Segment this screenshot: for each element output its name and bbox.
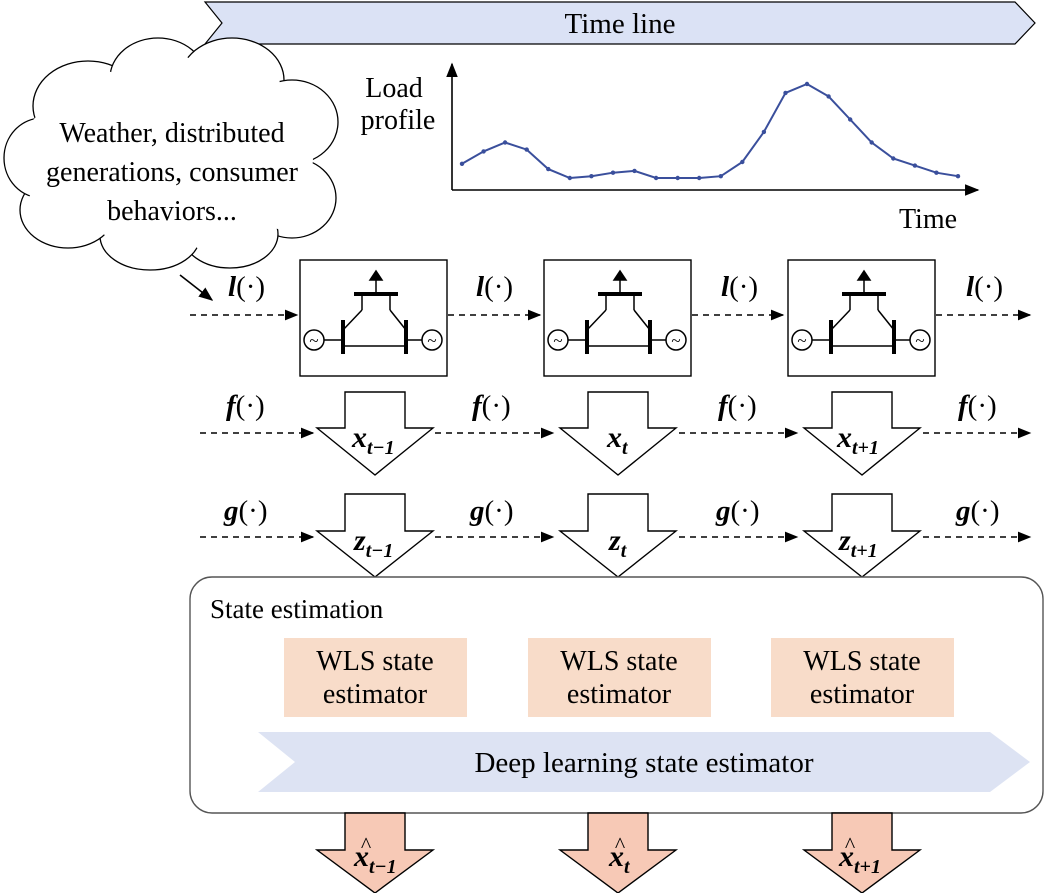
g-label-1: g(·) [223,495,267,527]
load-point-12 [697,175,702,181]
svg-text:zt−1: zt−1 [353,524,393,562]
svg-text:estimator: estimator [810,679,915,710]
svg-text:~: ~ [797,331,806,350]
load-point-19 [848,117,853,122]
load-point-1 [459,161,465,166]
load-point-8 [610,170,616,175]
f-label-3: f(·) [718,390,757,422]
g-label-2: g(·) [469,495,513,527]
f-label-4: f(·) [958,390,997,422]
g-label-4: g(·) [955,495,999,527]
state-arrow-3: xt+1 [802,391,922,476]
state-estimation-panel: State estimation WLS state estimator WLS… [189,576,1044,814]
svg-text:xt: xt [608,840,631,878]
estimate-arrow-1: ^ xt−1 [314,812,436,893]
load-point-4 [524,147,529,152]
cloud-text-line-2: generations, consumer [46,157,299,188]
load-point-14 [740,159,745,165]
load-point-23 [934,170,939,175]
load-point-20 [869,140,874,145]
svg-text:estimator: estimator [323,679,428,710]
svg-text:~: ~ [915,331,924,350]
load-point-17 [804,81,810,87]
svg-text:~: ~ [309,331,318,350]
svg-text:WLS state: WLS state [803,646,920,677]
svg-text:^: ^ [615,832,626,857]
grid-box-2: ~ ~ [543,259,692,377]
l-label-2: l(·) [476,271,513,303]
load-chart-y-label-line-1: Load [365,73,423,104]
svg-text:estimator: estimator [567,679,672,710]
load-point-7 [589,174,594,179]
load-point-18 [826,94,831,99]
l-label-3: l(·) [721,271,758,303]
deep-learning-estimator: Deep learning state estimator [258,732,1030,792]
state-arrow-2: xt [558,391,678,476]
load-point-22 [912,163,918,168]
l-label-1: l(·) [228,271,265,303]
state-estimation-title: State estimation [210,594,384,624]
f-label-1: f(·) [226,390,265,422]
svg-text:WLS state: WLS state [560,646,677,677]
svg-text:~: ~ [427,331,436,350]
measurement-arrow-1: zt−1 [314,493,436,578]
load-point-24 [955,174,961,179]
wls-estimator-3: WLS state estimator [771,638,954,717]
load-point-9 [632,168,637,174]
svg-text:^: ^ [845,832,856,857]
load-point-16 [783,90,788,96]
load-chart-y-label-line-2: profile [361,105,436,136]
wls-estimator-2: WLS state estimator [528,638,711,717]
svg-text:zt+1: zt+1 [838,524,878,562]
svg-text:xt+1: xt+1 [838,840,881,878]
load-point-11 [675,175,680,181]
l-label-4: l(·) [966,271,1003,303]
grid-box-1: ~ ~ [299,259,448,377]
load-point-15 [761,129,767,135]
svg-text:xt: xt [606,421,629,459]
load-point-3 [502,140,508,145]
load-profile-points [459,81,961,181]
measurement-arrow-3: zt+1 [801,493,923,578]
svg-text:xt+1: xt+1 [836,421,879,459]
svg-text:WLS state: WLS state [316,646,433,677]
svg-text:~: ~ [671,331,680,350]
load-profile-chart: Load profile Time [361,62,980,235]
grid-box-3: ~ ~ [787,259,936,377]
estimate-arrow-2: ^ xt [557,812,679,893]
load-profile-line [461,82,959,180]
timeline-arrow-shape [203,1,1036,45]
load-point-13 [718,174,723,179]
cloud-bubble: Weather, distributed generations, consum… [3,37,339,271]
timeline-banner: Time line [203,1,1036,45]
timeline-label: Time line [565,8,676,40]
estimate-arrow-3: ^ xt+1 [801,812,923,893]
load-point-21 [891,156,896,161]
cloud-pointer-arrow [179,274,214,301]
svg-text:zt: zt [608,524,628,562]
g-label-3: g(·) [715,495,759,527]
cloud-text-line-3: behaviors... [107,196,237,227]
svg-text:Deep learning state estimator: Deep learning state estimator [474,747,813,779]
f-label-2: f(·) [472,390,511,422]
state-arrow-1: xt−1 [315,391,435,476]
svg-text:~: ~ [553,331,562,350]
cloud-text-line-1: Weather, distributed [59,118,284,149]
svg-text:^: ^ [361,832,372,857]
function-labels: l(·) l(·) l(·) l(·) f(·) f(·) f(·) f(·) … [223,271,1003,527]
wls-estimator-1: WLS state estimator [284,638,467,717]
load-chart-x-label: Time [899,204,957,235]
load-point-10 [653,175,659,181]
svg-text:xt−1: xt−1 [353,840,397,878]
load-point-6 [567,175,572,181]
measurement-arrow-2: zt [557,493,679,578]
load-point-5 [546,166,551,172]
load-point-2 [481,149,486,154]
svg-text:xt−1: xt−1 [351,421,395,459]
